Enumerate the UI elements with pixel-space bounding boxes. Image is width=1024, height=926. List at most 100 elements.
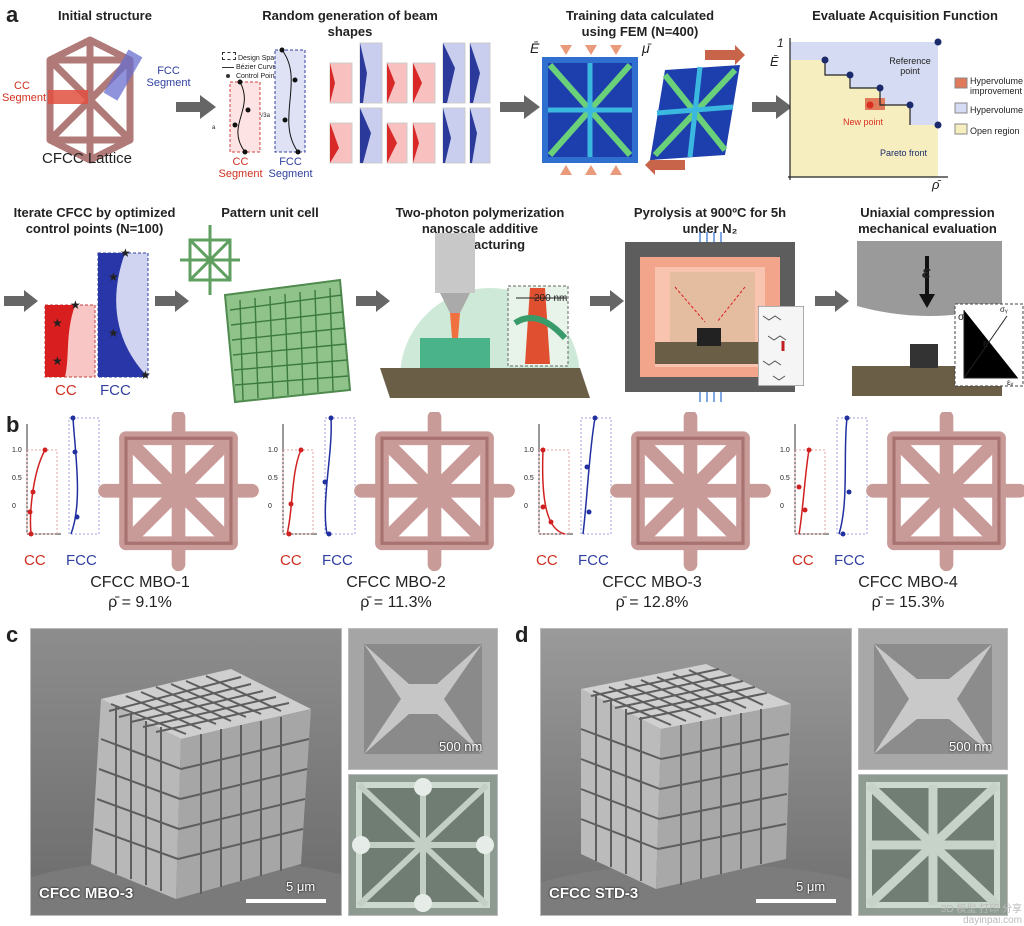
- cfcc-lattice-figure: [46, 36, 143, 164]
- step-title-compression: Uniaxial compression mechanical evaluati…: [858, 205, 997, 236]
- arrow-icon: [752, 95, 792, 119]
- optimized-beams: ★★★★★★★: [44, 246, 150, 382]
- step-title-pattern: Pattern unit cell: [221, 205, 319, 220]
- compression-sigma-y: σᵧ: [1000, 305, 1008, 314]
- sem-mbo3-label: CFCC MBO-3: [39, 885, 134, 902]
- sem-std3-inset-scale: 500 nm: [949, 739, 993, 754]
- compression-setup: [852, 241, 1024, 396]
- b1-cc-label: CC: [24, 552, 46, 569]
- b1-cc-ticks: 1.0 0.5 0: [12, 447, 22, 510]
- b3-rho: ρ̄ = 12.8%: [615, 594, 689, 611]
- acq-y-top: 1: [777, 36, 784, 50]
- b4-fcc-label: FCC: [834, 552, 865, 569]
- beam-sqrt-label: √3a: [260, 113, 270, 119]
- b3-cc-ticks: 1.0 0.5 0: [524, 447, 534, 510]
- beam-fcc-label: FCC Segment: [268, 156, 313, 180]
- b3-fcc-label: FCC: [578, 552, 609, 569]
- sem-mbo3-main: CFCC MBO-3 5 μm: [30, 628, 342, 916]
- acq-x-label: ρ̄: [932, 177, 940, 192]
- panel-b-graphics: [26, 412, 1024, 572]
- panel-b-letter: b: [6, 412, 20, 437]
- arrow-icon: [4, 290, 38, 312]
- arrow-icon: [590, 290, 624, 312]
- b4-name: CFCC MBO-4: [858, 574, 958, 591]
- sem-std3-scale: 5 μm: [796, 879, 826, 894]
- panel-a-letter: a: [6, 2, 19, 27]
- b4-cc-label: CC: [792, 552, 814, 569]
- b2-cc-ticks: 1.0 0.5 0: [268, 447, 278, 510]
- sem-std3-main: CFCC STD-3 5 μm: [540, 628, 852, 916]
- step-title-fem: Training data calculated using FEM (N=40…: [565, 8, 715, 39]
- tpp-illustration: [380, 233, 590, 398]
- sem-lattice-image: [31, 669, 341, 915]
- sem-node-image: [874, 644, 992, 754]
- compression-E: E: [983, 340, 989, 349]
- pattern-unit-cell: [180, 225, 352, 404]
- beam-a-label: a: [212, 125, 216, 131]
- step-title-random: Random generation of beam shapes: [262, 8, 438, 39]
- fem-shear-image: [645, 45, 745, 175]
- sem-mbo3-inset-bottom: [348, 774, 498, 916]
- sem-topview-image: [352, 778, 494, 912]
- panel-d-letter: d: [515, 622, 529, 647]
- fem-e-label: Ē: [530, 40, 540, 56]
- sem-mbo3-inset-top: 500 nm: [348, 628, 498, 770]
- arrow-icon: [176, 95, 216, 119]
- acq-legend-open: Open region: [970, 126, 1020, 136]
- beam-legend: Design Space Bézier Curve Control Point: [222, 52, 282, 81]
- legend-control-point: Control Point: [235, 73, 277, 80]
- svg-text:★: ★: [52, 316, 63, 330]
- acquisition-plot: [788, 38, 968, 180]
- panel-c-letter: c: [6, 622, 19, 647]
- beam-cc-label: CC Segment: [218, 156, 263, 180]
- svg-text:★: ★: [52, 354, 63, 368]
- iterate-fcc-label: FCC: [100, 382, 131, 399]
- sem-std3-inset-top: 500 nm: [858, 628, 1008, 770]
- b2-fcc-label: FCC: [322, 552, 353, 569]
- step-title-acquisition: Evaluate Acquisition Function: [812, 8, 998, 23]
- b1-fcc-label: FCC: [66, 552, 97, 569]
- b2-cc-label: CC: [280, 552, 302, 569]
- svg-text:★: ★: [108, 326, 119, 340]
- arrow-icon: [500, 95, 540, 119]
- scale-bar: [246, 899, 326, 903]
- acq-new-point: New point: [843, 117, 884, 127]
- b2-name: CFCC MBO-2: [346, 574, 446, 591]
- arrow-icon: [356, 290, 390, 312]
- b3-cc-label: CC: [536, 552, 558, 569]
- legend-bezier: Bézier Curve: [235, 64, 277, 71]
- acq-y-label: Ē: [770, 54, 779, 69]
- arrow-icon: [815, 290, 849, 312]
- acq-reference: Reference point: [889, 56, 931, 76]
- fem-compression-image: [542, 45, 638, 175]
- cfcc-lattice-label: CFCC Lattice: [42, 150, 133, 167]
- b4-cc-ticks: 1.0 0.5 0: [780, 447, 790, 510]
- b1-name: CFCC MBO-1: [90, 574, 190, 591]
- tpp-scale-label: 200 nm: [534, 293, 568, 304]
- sem-std3-inset-bottom: [858, 774, 1008, 916]
- legend-design-space: Design Space: [237, 55, 282, 62]
- iterate-cc-label: CC: [55, 382, 77, 399]
- cc-segment-label: CC Segment: [2, 80, 47, 104]
- sem-std3-label: CFCC STD-3: [549, 885, 639, 902]
- watermark: 3D 模型 打印 分享 dayinpai.com: [940, 904, 1022, 926]
- step-title-pyrolysis: Pyrolysis at 900ºC for 5h under N₂: [633, 205, 787, 236]
- compression-sigma: σ: [958, 312, 965, 323]
- random-beam-samples: [329, 42, 491, 164]
- acq-legend-hypervolume: Hypervolume: [970, 105, 1024, 115]
- b3-name: CFCC MBO-3: [602, 574, 702, 591]
- acq-pareto: Pareto front: [880, 148, 928, 158]
- pyrolysis-molecular-inset: [758, 306, 804, 386]
- step-title-iterate: Iterate CFCC by optimized control points…: [13, 205, 176, 236]
- acq-legend-improvement: Hypervolume improvement: [970, 76, 1024, 96]
- sem-topview-image: [865, 781, 1001, 909]
- svg-text:★: ★: [70, 298, 81, 312]
- b1-rho: ρ̄ = 9.1%: [108, 594, 172, 611]
- b4-rho: ρ̄ = 15.3%: [871, 594, 945, 611]
- sem-mbo3-inset-scale: 500 nm: [439, 739, 483, 754]
- sem-lattice-image: [541, 664, 851, 915]
- sem-node-image: [364, 644, 482, 754]
- compression-eps-y: εᵧ: [1007, 378, 1014, 387]
- svg-text:★: ★: [108, 270, 119, 284]
- scale-bar: [756, 899, 836, 903]
